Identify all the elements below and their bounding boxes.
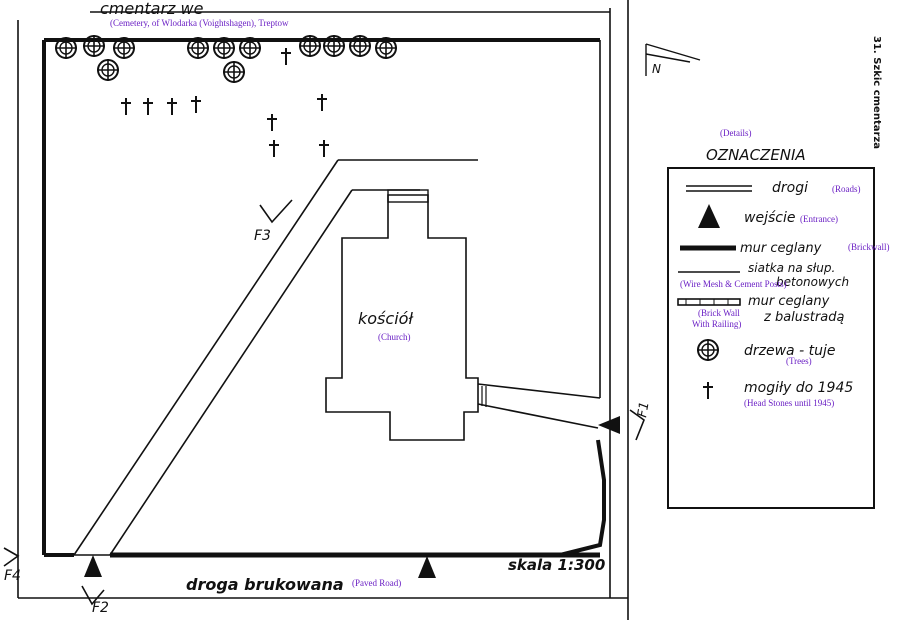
north-arrow xyxy=(645,43,701,76)
legend-item-graves-note: (Head Stones until 1945) xyxy=(744,398,834,408)
legend-item-roads-note: (Roads) xyxy=(832,184,861,194)
photo-point-f1: F1 xyxy=(635,401,653,419)
legend-item-entrance-label: wejście xyxy=(744,210,795,226)
photo-point-f2: F2 xyxy=(92,600,109,616)
trees xyxy=(54,34,398,84)
scale-label: skala 1:300 xyxy=(508,556,605,574)
photo-view-markers xyxy=(3,199,645,606)
outer-frame xyxy=(17,0,629,620)
road-label: droga brukowana xyxy=(186,575,344,594)
entrance-markers xyxy=(84,416,620,578)
church-label: kościół xyxy=(358,309,414,328)
church-outline xyxy=(325,189,601,441)
diagonal-road xyxy=(73,159,478,556)
legend-item-roads-label: drogi xyxy=(772,180,808,196)
church-note: (Church) xyxy=(378,332,411,342)
legend-item-trees-note: (Trees) xyxy=(786,356,812,366)
brick-wall xyxy=(42,38,600,558)
legend-item-wire-mesh-note: (Wire Mesh & Cement Posts) xyxy=(680,279,787,289)
legend-item-wire-mesh-label: siatka na słup.betonowych xyxy=(748,261,849,289)
legend-item-brickwall-note: (Brickwall) xyxy=(848,242,889,252)
head-stones xyxy=(120,47,330,158)
legend-item-trees-label: drzewa - tuje xyxy=(744,343,835,359)
legend-heading: OZNACZENIA xyxy=(706,146,806,164)
map-title: cmentarz we xyxy=(100,0,204,18)
side-caption: 31. Szkic cmentarza xyxy=(871,36,882,149)
legend-symbols xyxy=(677,185,752,400)
legend-box xyxy=(667,167,875,509)
photo-point-f4: F4 xyxy=(4,568,21,584)
road-note: (Paved Road) xyxy=(352,578,401,588)
legend-item-graves-label: mogiły do 1945 xyxy=(744,380,853,396)
north-label: N xyxy=(652,62,661,76)
map-title-note: (Cemetery, of Wlodarka (Voightshagen), T… xyxy=(110,18,289,28)
legend-item-entrance-note: (Entrance) xyxy=(800,214,838,224)
photo-point-f3: F3 xyxy=(254,228,271,244)
legend-item-brickwall-label: mur ceglany xyxy=(740,241,822,256)
legend-details-note: (Details) xyxy=(720,128,752,138)
wire-mesh-fence xyxy=(559,40,606,557)
